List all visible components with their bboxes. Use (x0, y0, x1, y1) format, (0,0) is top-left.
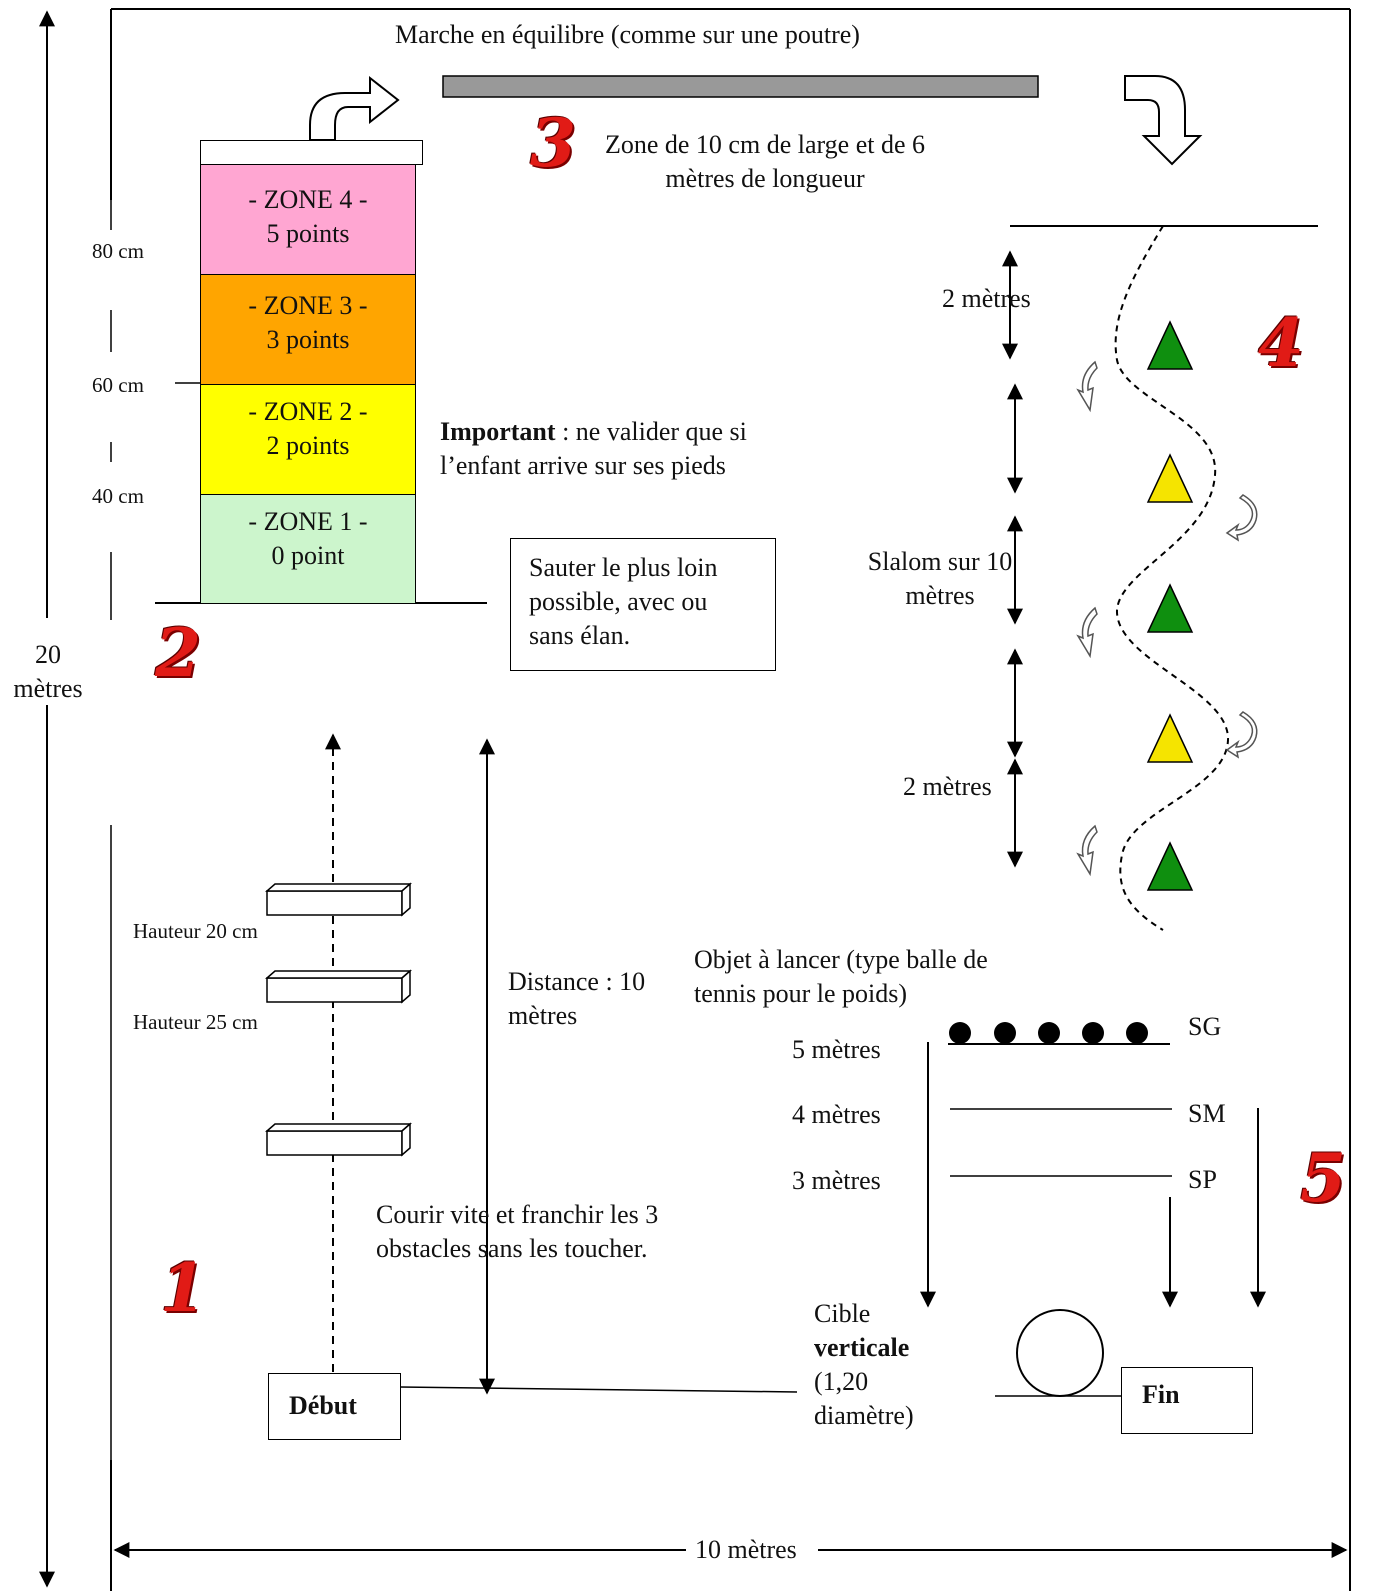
zone-3-title: - ZONE 3 - (248, 291, 368, 320)
throw-object: Objet à lancer (type balle de tennis pou… (694, 945, 988, 1008)
mark-60: 60 cm (92, 373, 144, 397)
zone-2-points: 2 points (266, 431, 350, 460)
cone-icon (1146, 583, 1194, 633)
cone-icon (1146, 713, 1194, 763)
station-number-4: 4 (1258, 304, 1304, 382)
target-line-2: verticale (814, 1333, 910, 1362)
target-line-3: (1,20 diamètre) (814, 1367, 914, 1430)
target-line-1: Cible (814, 1299, 871, 1328)
balance-walk-label: Marche en équilibre (comme sur une poutr… (395, 20, 860, 49)
zone-1-points: 0 point (271, 541, 345, 570)
zone-3-points: 3 points (266, 325, 350, 354)
throw-code-sm: SM (1188, 1099, 1226, 1128)
zone-top-cap (200, 140, 423, 165)
run-distance: Distance : 10 mètres (508, 967, 646, 1030)
total-width-label: 10 mètres (695, 1535, 797, 1564)
arrow-right-down (1124, 75, 1203, 166)
zone-1-title: - ZONE 1 - (248, 507, 368, 536)
turn-arrow-icon (1225, 711, 1258, 759)
zone-4-title: - ZONE 4 - (248, 185, 368, 214)
total-height-label: 20 mètres (13, 640, 83, 703)
end-label: Fin (1142, 1380, 1180, 1409)
start-to-target-line (399, 1386, 798, 1393)
zone-4: - ZONE 4 - 5 points (200, 164, 416, 275)
start-box: Début (268, 1373, 401, 1440)
end-box: Fin (1121, 1367, 1253, 1434)
zone-4-points: 5 points (266, 219, 350, 248)
mark-80: 80 cm (92, 239, 144, 263)
cone-icon (1146, 320, 1194, 370)
hurdles (265, 882, 412, 1157)
hurdle-1-height: Hauteur 20 cm (133, 919, 258, 943)
jump-instruction-box: Sauter le plus loin possible, avec ou sa… (510, 538, 776, 671)
turn-arrow-icon (1076, 360, 1098, 413)
turn-arrow-icon (1076, 824, 1098, 877)
throw-code-sg: SG (1188, 1012, 1222, 1041)
throw-dist-4: 4 mètres (792, 1100, 881, 1129)
throw-code-sp: SP (1188, 1165, 1217, 1194)
target-circle (1016, 1309, 1104, 1397)
station-number-3: 3 (530, 104, 576, 182)
run-instruction: Courir vite et franchir les 3 obstacles … (376, 1200, 659, 1263)
balls (949, 1022, 1148, 1044)
slalom-bottom-distance: 2 mètres (903, 772, 992, 801)
turn-arrow-icon (1225, 494, 1258, 542)
throw-dist-3: 3 mètres (792, 1166, 881, 1195)
beam-description: Zone de 10 cm de large et de 6 mètres de… (604, 130, 926, 193)
target-label: Cible verticale (1,20 diamètre) (814, 1297, 964, 1433)
throw-dist-5: 5 mètres (792, 1035, 881, 1064)
zone-2-title: - ZONE 2 - (248, 397, 368, 426)
zone-1: - ZONE 1 - 0 point (200, 494, 416, 604)
station-number-5: 5 (1300, 1139, 1346, 1217)
cone-icon (1146, 841, 1194, 891)
station-number-2: 2 (155, 614, 201, 692)
slalom-cones (1146, 320, 1194, 891)
station-number-1: 1 (160, 1249, 206, 1327)
zone-3: - ZONE 3 - 3 points (200, 274, 416, 385)
important-text: : ne valider que si l’enfant arrive sur … (440, 417, 747, 480)
zone-2: - ZONE 2 - 2 points (200, 384, 416, 495)
balance-beam (442, 75, 1039, 98)
important-note: Important : ne valider que si l’enfant a… (440, 415, 800, 483)
slalom-top-distance: 2 mètres (942, 284, 1031, 313)
cone-icon (1146, 453, 1194, 503)
slalom-path (1114, 225, 1230, 931)
mark-40: 40 cm (92, 484, 144, 508)
jump-instruction: Sauter le plus loin possible, avec ou sa… (529, 553, 718, 650)
turn-arrow-icon (1076, 606, 1098, 659)
slalom-label: Slalom sur 10 mètres (867, 547, 1013, 610)
start-label: Début (289, 1391, 357, 1420)
important-label: Important (440, 417, 556, 446)
hurdle-2-height: Hauteur 25 cm (133, 1010, 258, 1034)
arrow-up-right (309, 75, 400, 141)
